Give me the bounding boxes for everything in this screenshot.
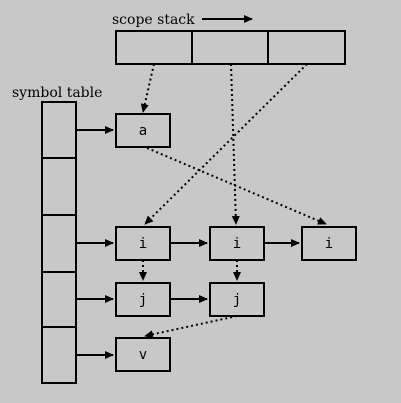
scope-stack-label: scope stack — [112, 12, 195, 28]
svg-text:j: j — [139, 292, 147, 308]
scope1-to-a-arrow — [140, 63, 155, 113]
symbol-table-slot-4 — [41, 271, 77, 328]
node-i-1: i — [115, 226, 171, 261]
node-v: v — [115, 337, 171, 372]
svg-text:i: i — [325, 236, 333, 252]
symbol-table-slot-2 — [41, 157, 77, 216]
svg-text:a: a — [139, 123, 147, 139]
svg-text:j: j — [233, 292, 241, 308]
scope-stack — [115, 30, 346, 65]
node-i-2: i — [209, 226, 265, 261]
scope-stack-cell-3 — [267, 30, 346, 65]
node-j-2: j — [209, 282, 265, 317]
j2-to-v-arrow — [144, 315, 238, 339]
symbol-table-slot-5 — [41, 326, 77, 384]
symbol-table-label: symbol table — [12, 85, 102, 101]
node-j-1: j — [115, 282, 171, 317]
svg-text:v: v — [139, 347, 147, 363]
svg-text:i: i — [139, 236, 147, 252]
svg-text:i: i — [233, 236, 241, 252]
scope2-to-i2-arrow — [230, 63, 240, 225]
symbol-table — [41, 101, 77, 384]
symbol-table-slot-3 — [41, 214, 77, 273]
scope-stack-cell-2 — [191, 30, 269, 65]
node-a: a — [115, 113, 171, 148]
node-i-3: i — [301, 226, 357, 261]
scope-stack-cell-1 — [115, 30, 193, 65]
symbol-table-slot-1 — [41, 101, 77, 159]
a-to-i3-arrow — [146, 147, 327, 225]
